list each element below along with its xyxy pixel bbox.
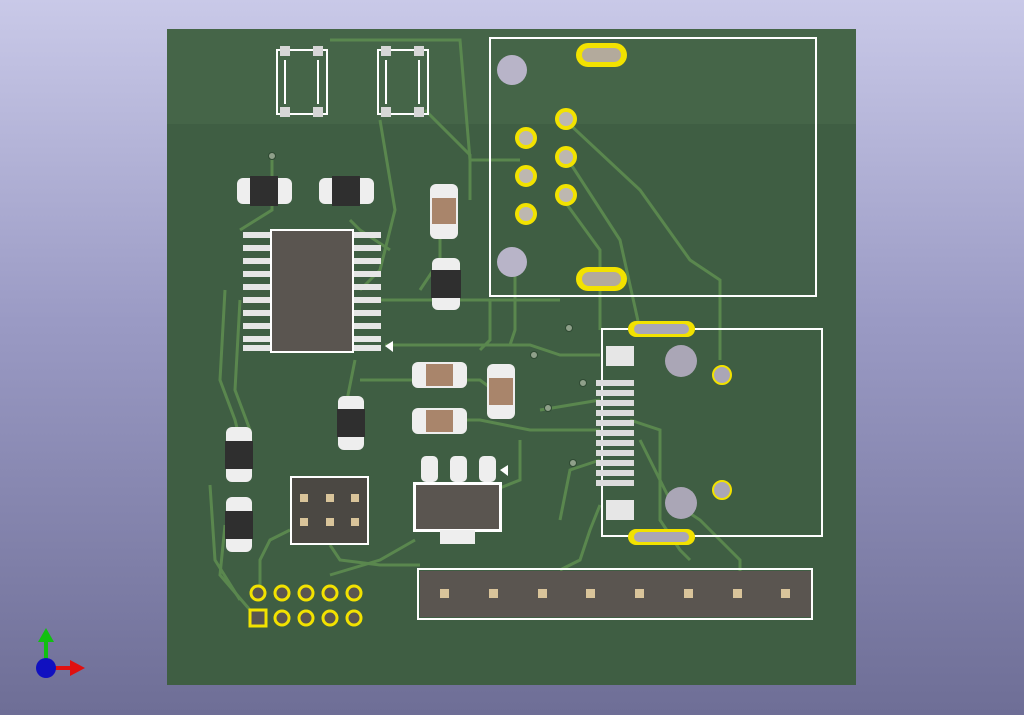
diode-d5 [225, 427, 253, 482]
diode-d1 [237, 176, 292, 206]
resistor-r3 [412, 408, 467, 434]
resistor-r2 [412, 362, 467, 388]
micro-usb-connector-j2 [596, 321, 823, 545]
diode-d4 [337, 396, 365, 450]
ldo-regulator-sot223 [413, 456, 508, 544]
vias [268, 152, 587, 467]
pin-header-1x8 [417, 568, 813, 620]
tact-switch-sw2 [377, 46, 429, 117]
copper-traces [208, 38, 742, 611]
axes-gizmo [36, 628, 85, 678]
diode-d6 [225, 497, 253, 552]
pin-header-2x5 [248, 584, 363, 628]
smd-header-2x3 [290, 476, 369, 545]
resistor-r1 [430, 184, 458, 239]
soic-ic-u1 [243, 229, 393, 353]
resistor-r4 [487, 364, 515, 419]
usb-b-connector-j1 [489, 37, 817, 297]
diode-d2 [319, 176, 374, 206]
tact-switch-sw1 [276, 46, 328, 117]
diode-d3 [431, 258, 461, 310]
